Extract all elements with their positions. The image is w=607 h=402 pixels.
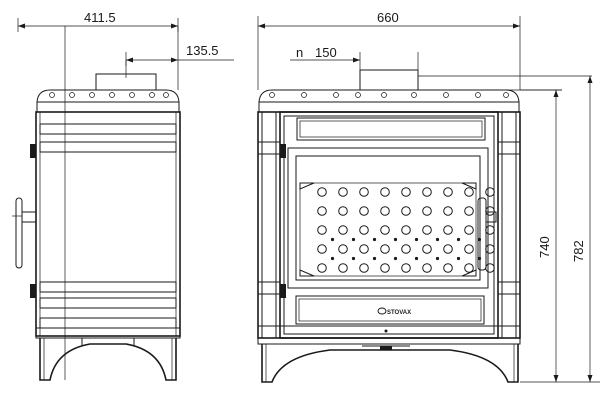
side-view: 411.5 135.5 bbox=[12, 10, 234, 381]
grate-hole bbox=[359, 263, 369, 273]
brand-logo-text: STOVAX bbox=[387, 310, 411, 316]
front-door bbox=[279, 111, 499, 339]
front-flue-collar bbox=[359, 69, 419, 91]
side-width-label: 411.5 bbox=[84, 10, 116, 25]
brand-logo: STOVAX bbox=[377, 307, 411, 316]
grate-hole bbox=[380, 187, 390, 197]
grate-hole bbox=[464, 244, 474, 254]
grate-hole bbox=[485, 225, 495, 235]
grate-hole bbox=[338, 206, 348, 216]
grate-hole bbox=[380, 225, 390, 235]
grate-dot bbox=[393, 237, 398, 242]
dim-front-width: 660 bbox=[257, 10, 521, 90]
side-legs bbox=[39, 338, 177, 381]
grate-dot bbox=[372, 237, 377, 242]
grate-hole bbox=[359, 225, 369, 235]
grate-hole bbox=[380, 263, 390, 273]
dim-flue-diameter: n 150 bbox=[290, 45, 419, 74]
grate-hole bbox=[443, 225, 453, 235]
grate-dot bbox=[456, 237, 461, 242]
height-body-label: 740 bbox=[537, 236, 552, 258]
grate-dot bbox=[477, 237, 482, 242]
grate-hole bbox=[464, 263, 474, 273]
grate-dot bbox=[393, 256, 398, 261]
grate-dot bbox=[435, 256, 440, 261]
fire-grate bbox=[317, 187, 495, 273]
grate-dot bbox=[351, 237, 356, 242]
grate-hole bbox=[359, 206, 369, 216]
front-view: 660 n 150 bbox=[257, 10, 592, 383]
grate-dot bbox=[330, 256, 335, 261]
grate-hole bbox=[338, 263, 348, 273]
grate-hole bbox=[422, 263, 432, 273]
grate-hole bbox=[359, 187, 369, 197]
front-door-handle bbox=[477, 197, 497, 271]
front-hinge-top bbox=[280, 144, 286, 158]
grate-hole bbox=[401, 225, 411, 235]
flue-diameter-label: 150 bbox=[315, 45, 337, 60]
front-hinge-bottom bbox=[280, 284, 286, 298]
height-total-label: 782 bbox=[571, 240, 586, 262]
side-flue-offset-label: 135.5 bbox=[186, 43, 219, 58]
front-ash-panel bbox=[295, 295, 485, 325]
grate-hole bbox=[443, 263, 453, 273]
grate-hole bbox=[338, 244, 348, 254]
grate-hole bbox=[443, 187, 453, 197]
grate-hole bbox=[485, 244, 495, 254]
front-top-rivets bbox=[269, 92, 509, 98]
grate-hole bbox=[422, 187, 432, 197]
grate-hole bbox=[317, 244, 327, 254]
grate-hole bbox=[485, 187, 495, 197]
front-width-label: 660 bbox=[377, 10, 399, 25]
grate-hole bbox=[464, 206, 474, 216]
grate-hole bbox=[317, 263, 327, 273]
grate-dot bbox=[477, 256, 482, 261]
dim-height-total: 782 bbox=[571, 76, 593, 382]
grate-dot bbox=[330, 237, 335, 242]
grate-hole bbox=[338, 187, 348, 197]
grate-hole bbox=[464, 187, 474, 197]
side-body bbox=[35, 111, 181, 337]
grate-dot bbox=[435, 237, 440, 242]
side-top-plate bbox=[36, 89, 180, 103]
front-glass bbox=[295, 155, 481, 281]
side-top-rivets bbox=[49, 92, 169, 98]
grate-hole bbox=[422, 206, 432, 216]
side-door-handle bbox=[12, 197, 37, 269]
grate-dot bbox=[414, 256, 419, 261]
grate-hole bbox=[485, 206, 495, 216]
grate-hole bbox=[464, 225, 474, 235]
grate-dot bbox=[414, 237, 419, 242]
grate-hole bbox=[359, 244, 369, 254]
grate-hole bbox=[317, 206, 327, 216]
front-upper-panel bbox=[296, 117, 486, 141]
grate-hole bbox=[443, 244, 453, 254]
grate-hole bbox=[380, 206, 390, 216]
grate-dot bbox=[456, 256, 461, 261]
grate-hole bbox=[401, 244, 411, 254]
grate-hole bbox=[317, 187, 327, 197]
grate-dot bbox=[372, 256, 377, 261]
grate-dot bbox=[351, 256, 356, 261]
grate-hole bbox=[401, 263, 411, 273]
grate-hole bbox=[443, 206, 453, 216]
grate-hole bbox=[422, 244, 432, 254]
grate-hole bbox=[422, 225, 432, 235]
grate-hole bbox=[317, 225, 327, 235]
side-hinge-bottom bbox=[30, 284, 36, 298]
grate-hole bbox=[401, 206, 411, 216]
grate-hole bbox=[401, 187, 411, 197]
flue-diameter-prefix: n bbox=[296, 45, 303, 60]
grate-hole bbox=[338, 225, 348, 235]
grate-hole bbox=[380, 244, 390, 254]
grate-hole bbox=[485, 263, 495, 273]
dim-side-flue-offset: 135.5 bbox=[125, 43, 234, 66]
dim-height-body: 740 bbox=[520, 89, 600, 383]
front-glass-frame bbox=[287, 147, 489, 289]
dim-side-width: 411.5 bbox=[17, 10, 179, 32]
side-hinge-top bbox=[30, 144, 36, 158]
